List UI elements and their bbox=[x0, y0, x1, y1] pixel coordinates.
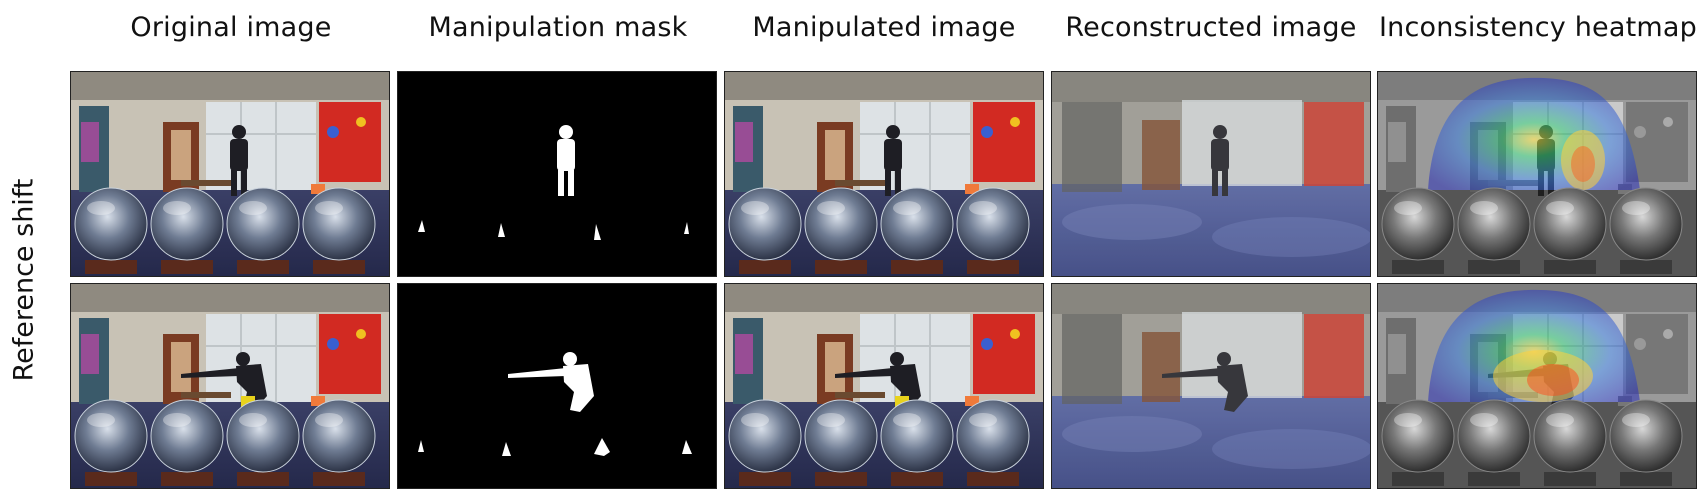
photo-scene bbox=[725, 72, 1043, 276]
sphere-stand bbox=[891, 472, 943, 486]
crystal-ball bbox=[302, 187, 376, 261]
crystal-ball bbox=[226, 399, 300, 473]
crystal-ball bbox=[956, 399, 1030, 473]
sphere-stand bbox=[1544, 260, 1596, 274]
sphere-stand bbox=[1392, 260, 1444, 274]
photo-scene bbox=[71, 284, 389, 488]
panel-reconstructed-row1 bbox=[1051, 71, 1371, 277]
sphere-stand bbox=[1468, 260, 1520, 274]
panel-original-row2 bbox=[70, 283, 390, 489]
crystal-ball bbox=[804, 187, 878, 261]
crystal-ball bbox=[302, 399, 376, 473]
panel-mask-row1 bbox=[397, 71, 717, 277]
crystal-ball bbox=[804, 399, 878, 473]
panel-manipulated-row1 bbox=[724, 71, 1044, 277]
recon-scene bbox=[1052, 284, 1370, 488]
crystal-ball bbox=[150, 187, 224, 261]
heat-scene bbox=[1378, 284, 1696, 488]
crystal-ball bbox=[226, 187, 300, 261]
sphere-stand bbox=[1544, 472, 1596, 486]
sphere-stand bbox=[739, 472, 791, 486]
sphere-stand bbox=[967, 472, 1019, 486]
crystal-ball bbox=[728, 399, 802, 473]
sphere-stand bbox=[815, 472, 867, 486]
row-label-reference-shift: Reference shift bbox=[8, 178, 40, 382]
sphere-stand bbox=[161, 260, 213, 274]
sphere-stand bbox=[815, 260, 867, 274]
sphere-stand bbox=[1620, 260, 1672, 274]
column-title-mask: Manipulation mask bbox=[428, 12, 688, 43]
heat-scene bbox=[1378, 72, 1696, 276]
sphere-stand bbox=[161, 472, 213, 486]
sphere-stand bbox=[1392, 472, 1444, 486]
panel-mask-row2 bbox=[397, 283, 717, 489]
mask-scene bbox=[398, 72, 716, 276]
crystal-ball bbox=[880, 399, 954, 473]
photo-scene bbox=[71, 72, 389, 276]
sphere-stand bbox=[967, 260, 1019, 274]
sphere-stand bbox=[1620, 472, 1672, 486]
panel-original-row1 bbox=[70, 71, 390, 277]
crystal-ball bbox=[1609, 187, 1683, 261]
sphere-stand bbox=[237, 260, 289, 274]
column-title-reconstructed: Reconstructed image bbox=[1065, 12, 1357, 43]
sphere-stand bbox=[1468, 472, 1520, 486]
sphere-stand bbox=[237, 472, 289, 486]
panel-manipulated-row2 bbox=[724, 283, 1044, 489]
crystal-ball bbox=[880, 187, 954, 261]
sphere-stand bbox=[85, 260, 137, 274]
crystal-ball bbox=[1533, 187, 1607, 261]
crystal-ball bbox=[150, 399, 224, 473]
crystal-ball bbox=[74, 399, 148, 473]
crystal-ball bbox=[74, 187, 148, 261]
crystal-ball bbox=[956, 187, 1030, 261]
sphere-stand bbox=[85, 472, 137, 486]
crystal-ball bbox=[1533, 399, 1607, 473]
crystal-ball bbox=[1381, 399, 1455, 473]
column-title-manipulated: Manipulated image bbox=[752, 12, 1016, 43]
crystal-ball bbox=[728, 187, 802, 261]
crystal-ball bbox=[1457, 399, 1531, 473]
sphere-stand bbox=[313, 260, 365, 274]
recon-scene bbox=[1052, 72, 1370, 276]
sphere-stand bbox=[891, 260, 943, 274]
crystal-ball bbox=[1381, 187, 1455, 261]
crystal-ball bbox=[1609, 399, 1683, 473]
photo-scene bbox=[725, 284, 1043, 488]
panel-reconstructed-row2 bbox=[1051, 283, 1371, 489]
crystal-ball bbox=[1457, 187, 1531, 261]
column-title-original: Original image bbox=[130, 12, 332, 43]
panel-heatmap-row2 bbox=[1377, 283, 1697, 489]
column-title-heatmap: Inconsistency heatmap bbox=[1379, 12, 1697, 43]
mask-scene bbox=[398, 284, 716, 488]
sphere-stand bbox=[313, 472, 365, 486]
panel-heatmap-row1 bbox=[1377, 71, 1697, 277]
sphere-stand bbox=[739, 260, 791, 274]
